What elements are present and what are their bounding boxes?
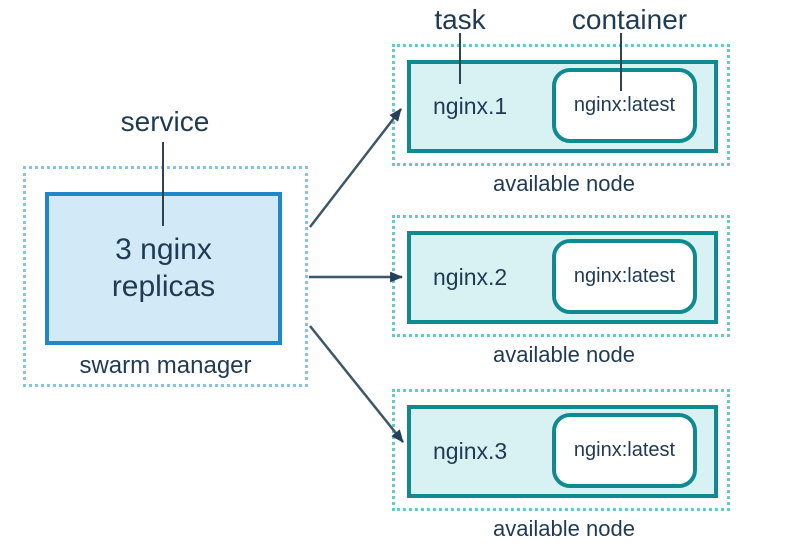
available-node-caption-3: available node (493, 516, 635, 541)
available-node-caption-2: available node (493, 342, 635, 367)
swarm-manager-caption: swarm manager (79, 352, 252, 379)
container-box-2: nginx:latest (552, 239, 697, 314)
container-label: container (571, 4, 688, 35)
task-box-1: nginx.1 nginx:latest (407, 60, 718, 153)
task-box-3: nginx.3 nginx:latest (407, 405, 718, 498)
task-label: task (434, 4, 486, 35)
container-box-3: nginx:latest (552, 413, 697, 488)
task-box-2: nginx.2 nginx:latest (407, 231, 718, 324)
arrow-to-node-3 (309, 325, 404, 443)
container-image-3: nginx:latest (573, 439, 676, 461)
service-box: 3 nginx replicas (45, 192, 282, 345)
task-name-1: nginx.1 (433, 93, 508, 119)
task-name-3: nginx.3 (433, 438, 508, 464)
container-box-1: nginx:latest (552, 68, 697, 143)
swarm-manager-boundary (23, 166, 308, 387)
task-name-2: nginx.2 (433, 264, 508, 290)
available-node-2: nginx.2 nginx:latest available node (392, 215, 730, 367)
service-box-text: 3 nginx replicas (111, 232, 216, 303)
available-node-caption-1: available node (493, 171, 635, 196)
arrow-to-node-1 (309, 108, 402, 228)
service-label: service (120, 106, 210, 137)
available-node-3: nginx.3 nginx:latest available node (392, 389, 730, 541)
container-image-2: nginx:latest (573, 265, 676, 287)
container-image-1: nginx:latest (573, 94, 676, 116)
available-node-1: nginx.1 nginx:latest available node (392, 44, 730, 196)
